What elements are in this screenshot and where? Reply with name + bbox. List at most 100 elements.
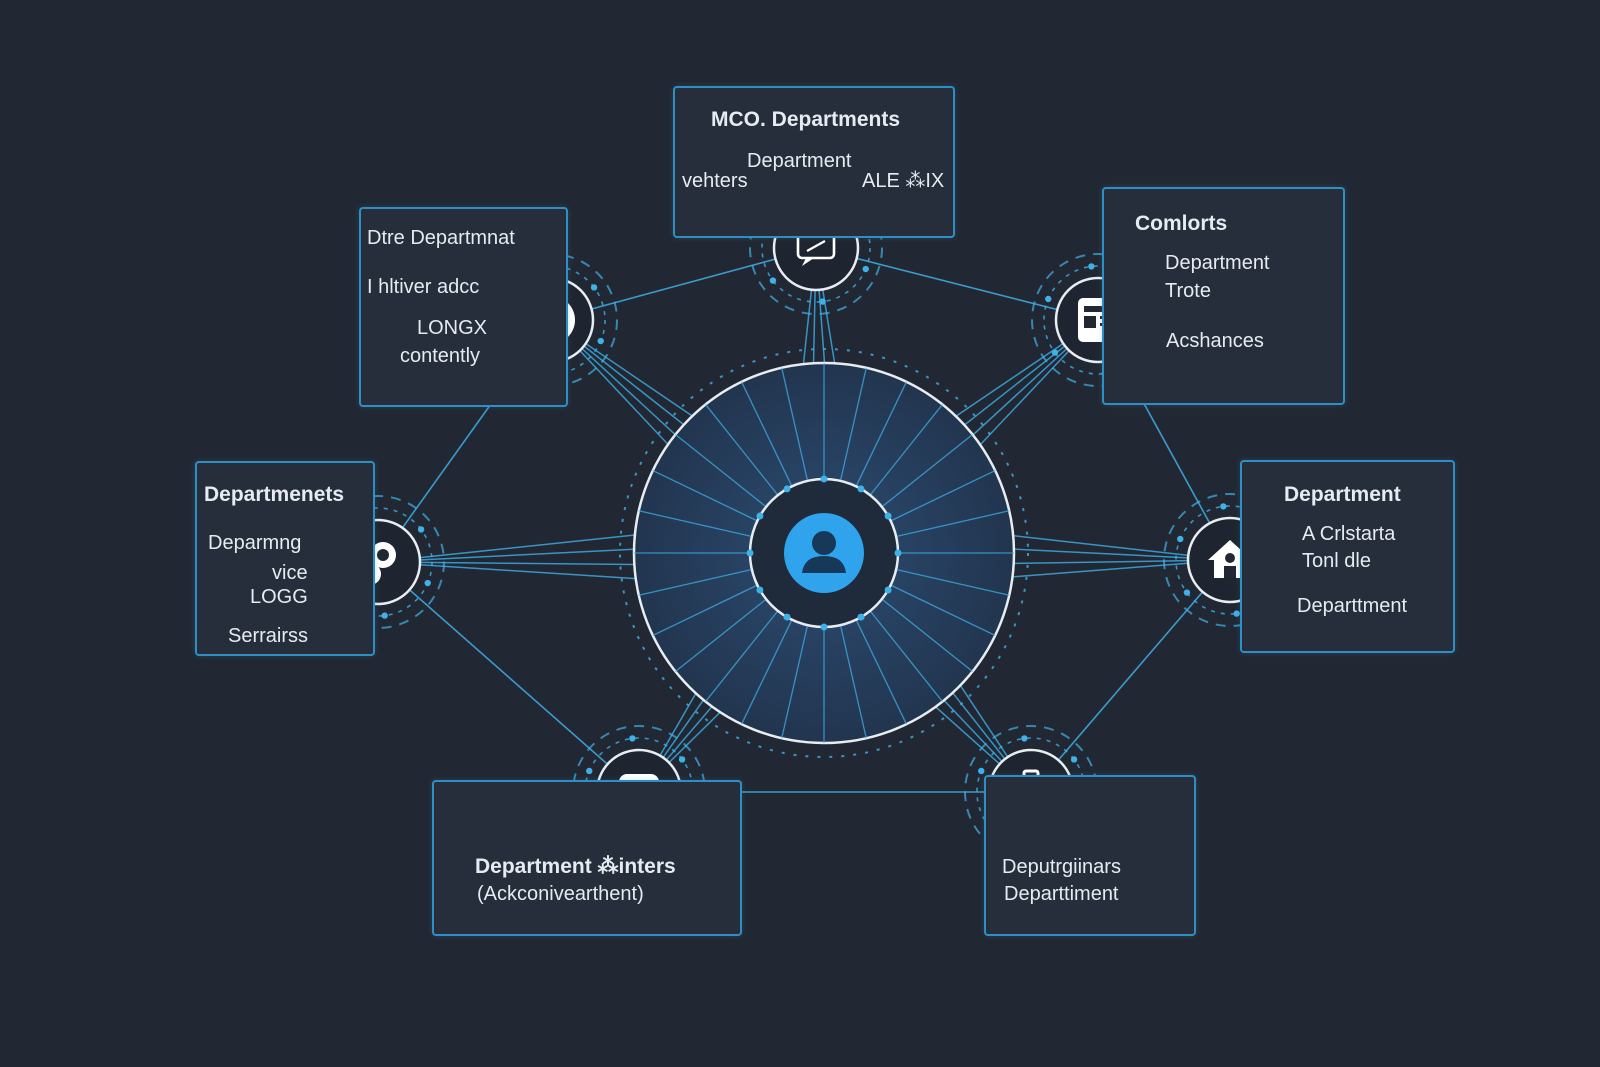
node-dot <box>590 284 598 291</box>
hub-dot <box>857 613 865 621</box>
hub-dot <box>756 586 764 594</box>
hub-dot <box>820 623 828 631</box>
hub-dot <box>756 512 764 520</box>
connector-line <box>550 247 817 321</box>
hub-spoke <box>638 510 752 538</box>
node-dot <box>819 298 826 305</box>
node-line-top-right-3: Acshances <box>1166 330 1264 352</box>
node-line-left-2: vice <box>272 562 308 584</box>
hub-spoke <box>869 610 943 702</box>
user-icon-body <box>802 556 846 573</box>
node-dot <box>978 767 985 775</box>
node-dot <box>1177 535 1184 543</box>
node-line-bottom-left-1: (Ackconivearthent) <box>477 883 644 905</box>
hub-spoke <box>652 584 758 637</box>
node-line-top-2: vehters <box>682 170 748 192</box>
connector-line <box>815 247 1099 321</box>
hub-spoke <box>839 625 867 739</box>
node-dot <box>381 612 388 619</box>
hub-dot <box>884 586 892 594</box>
hub-spoke <box>881 598 973 672</box>
hub-spoke <box>869 404 943 496</box>
node-dashed-ring-inner <box>323 507 433 617</box>
node-dot <box>1088 263 1095 270</box>
node-dot <box>1051 349 1059 356</box>
panel-bottom-left <box>432 780 742 936</box>
panel-top-left <box>359 207 568 407</box>
node-dot <box>417 526 425 533</box>
user-icon-head <box>812 531 836 555</box>
node-line-left-4: Serrairss <box>228 625 309 647</box>
hub-spoke <box>675 434 767 508</box>
hub-spoke <box>638 568 752 596</box>
node-title-bottom-left: Department ⁂inters <box>475 855 676 878</box>
hub-spoke <box>890 469 996 522</box>
panel-top <box>673 86 955 238</box>
node-line-top-left-1: I hltiver adcc <box>367 276 480 298</box>
hub-spoke <box>855 381 908 487</box>
node-line-left-3: LOGG <box>250 586 308 608</box>
node-dot <box>1070 756 1078 763</box>
connector-line <box>1030 559 1231 793</box>
node-dot <box>678 756 686 763</box>
node-title-right: Department <box>1284 483 1401 506</box>
panel-top-right <box>1102 187 1345 405</box>
hub-dot <box>857 485 865 493</box>
node-line-top-left-3: contently <box>400 345 481 367</box>
hub-spoke <box>740 619 793 725</box>
node-line-bottom-right-2: Departtiment <box>1004 883 1119 905</box>
panel-bottom-right <box>984 775 1196 936</box>
node-dot <box>1045 295 1052 303</box>
hub-spoke <box>855 619 908 725</box>
node-dot <box>1220 503 1227 510</box>
node-dot <box>1183 589 1191 596</box>
hub-spoke <box>896 568 1010 596</box>
node-line-right-1: A Crlstarta <box>1302 523 1396 545</box>
panel-right <box>1240 460 1455 653</box>
node-title-top: MCO. Departments <box>711 108 901 131</box>
hub-dot <box>783 613 791 621</box>
hub-spoke <box>740 381 793 487</box>
node-dot <box>1233 610 1240 617</box>
node-title-top-left: Dtre Departmnat <box>367 227 515 249</box>
node-dot <box>629 735 636 742</box>
node-dot <box>1021 735 1028 742</box>
hub-spoke <box>705 610 779 702</box>
connector-line <box>377 561 640 793</box>
node-line-top-3: ALE ⁂IX <box>862 170 945 192</box>
node-line-right-2: Tonl dle <box>1302 550 1371 572</box>
node-line-top-right-2: Trote <box>1165 280 1211 302</box>
hub-dot <box>884 512 892 520</box>
hub-dot <box>894 549 902 557</box>
hub-dot <box>820 475 828 483</box>
panel-left <box>195 461 375 656</box>
node-line-left-1: Deparmng <box>208 532 302 554</box>
hub-dashed-ring <box>619 348 1029 758</box>
node-dot <box>586 767 593 775</box>
node-dashed-ring-inner <box>761 193 871 303</box>
node-line-top-right-1: Department <box>1165 252 1270 274</box>
hub-spoke <box>839 367 867 481</box>
hub-spoke <box>705 404 779 496</box>
node-dashed-ring-inner <box>496 265 606 375</box>
node-line-right-3: Departtment <box>1297 595 1408 617</box>
hub-spoke <box>890 584 996 637</box>
hub-dot <box>783 485 791 493</box>
hub-spoke <box>652 469 758 522</box>
node-line-bottom-right-1: Deputrgiinars <box>1002 856 1121 878</box>
node-dot <box>424 579 431 587</box>
hub-spoke <box>675 598 767 672</box>
hub-spoke <box>881 434 973 508</box>
central-hub <box>619 348 1029 758</box>
hub-spoke <box>781 625 809 739</box>
node-line-top-1: Department <box>747 150 852 172</box>
node-dot <box>597 337 604 345</box>
node-title-left: Departmenets <box>204 483 345 506</box>
hub-spoke <box>781 367 809 481</box>
node-line-top-left-2: LONGX <box>417 317 488 339</box>
user-icon <box>784 513 864 593</box>
hub-dot <box>746 549 754 557</box>
node-dot <box>862 265 869 273</box>
node-dot <box>769 277 777 284</box>
hub-spoke <box>896 510 1010 538</box>
